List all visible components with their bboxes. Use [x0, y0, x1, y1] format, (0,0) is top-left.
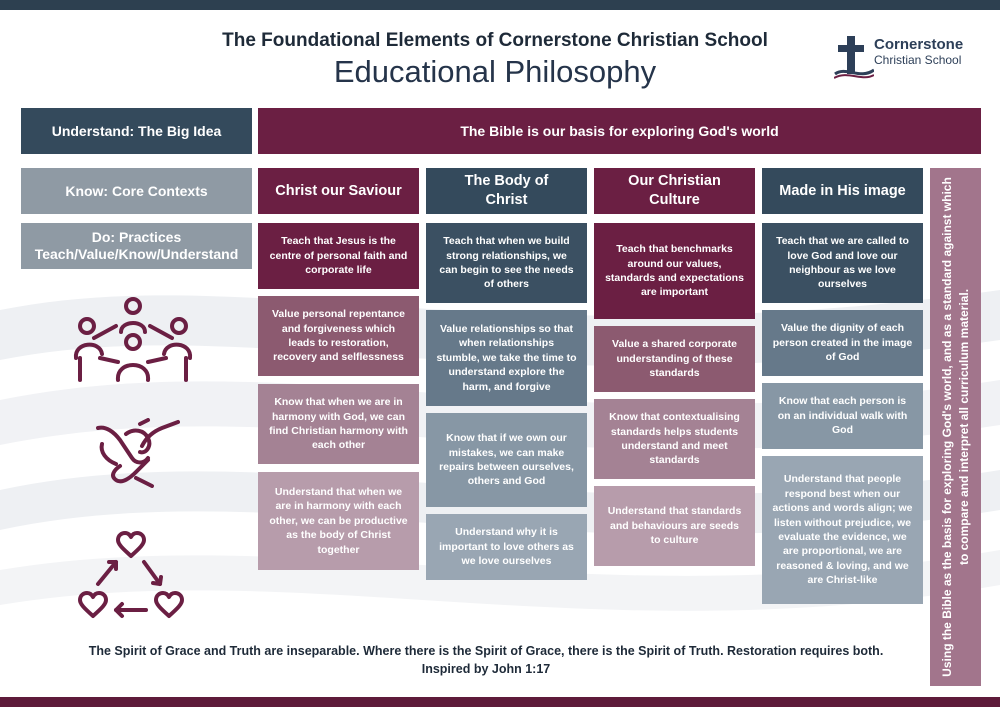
side-note: Using the Bible as the basis for explori… — [939, 177, 971, 677]
logo-subname: Christian School — [874, 53, 962, 67]
cross-icon — [834, 36, 874, 79]
column-header-body-of-christ: The Body of Christ — [426, 168, 587, 214]
cell-body-value: Value relationships so that when relatio… — [426, 310, 587, 406]
cell-image-teach: Teach that we are called to love God and… — [762, 223, 923, 303]
do-label-line1: Do: Practices — [91, 228, 182, 245]
cell-saviour-understand: Understand that when we are in harmony w… — [258, 472, 419, 570]
heart-cycle-icon — [78, 531, 184, 618]
column-header-christ-our-saviour: Christ our Saviour — [258, 168, 419, 214]
community-circle-icon — [74, 297, 192, 382]
column-header-christian-culture: Our Christian Culture — [594, 168, 755, 214]
cell-body-know: Know that if we own our mistakes, we can… — [426, 413, 587, 507]
bottom-bar — [0, 697, 1000, 707]
logo-name: Cornerstone — [874, 36, 964, 53]
column-header-made-in-his-image: Made in His image — [762, 168, 923, 214]
big-idea: The Bible is our basis for exploring God… — [258, 108, 981, 154]
cell-image-know: Know that each person is on an individua… — [762, 383, 923, 449]
page-title: Educational Philosophy — [333, 54, 657, 89]
do-label: Do: Practices Teach/Value/Know/Understan… — [21, 223, 252, 269]
know-label: Know: Core Contexts — [21, 168, 252, 214]
cell-body-teach: Teach that when we build strong relation… — [426, 223, 587, 303]
cell-image-understand: Understand that people respond best when… — [762, 456, 923, 604]
cell-saviour-know: Know that when we are in harmony with Go… — [258, 384, 419, 464]
cell-body-understand: Understand why it is important to love o… — [426, 514, 587, 580]
footer-quote: The Spirit of Grace and Truth are insepa… — [88, 644, 884, 658]
top-bar — [0, 0, 1000, 10]
understand-label: Understand: The Big Idea — [21, 108, 252, 154]
cell-saviour-teach: Teach that Jesus is the centre of person… — [258, 223, 419, 289]
header-subtitle: The Foundational Elements of Cornerstone… — [222, 30, 768, 51]
cell-culture-teach: Teach that benchmarks around our values,… — [594, 223, 755, 319]
cell-culture-understand: Understand that standards and behaviours… — [594, 486, 755, 566]
handshake-icon — [96, 418, 180, 488]
cell-saviour-value: Value personal repentance and forgivenes… — [258, 296, 419, 376]
side-note-panel: Using the Bible as the basis for explori… — [930, 168, 981, 686]
cell-culture-value: Value a shared corporate understanding o… — [594, 326, 755, 392]
cell-culture-know: Know that contextualising standards help… — [594, 399, 755, 479]
cell-image-value: Value the dignity of each person created… — [762, 310, 923, 376]
footer-citation: Inspired by John 1:17 — [421, 662, 551, 676]
do-label-line2: Teach/Value/Know/Understand — [34, 246, 239, 262]
school-logo: Cornerstone Christian School — [834, 34, 994, 82]
